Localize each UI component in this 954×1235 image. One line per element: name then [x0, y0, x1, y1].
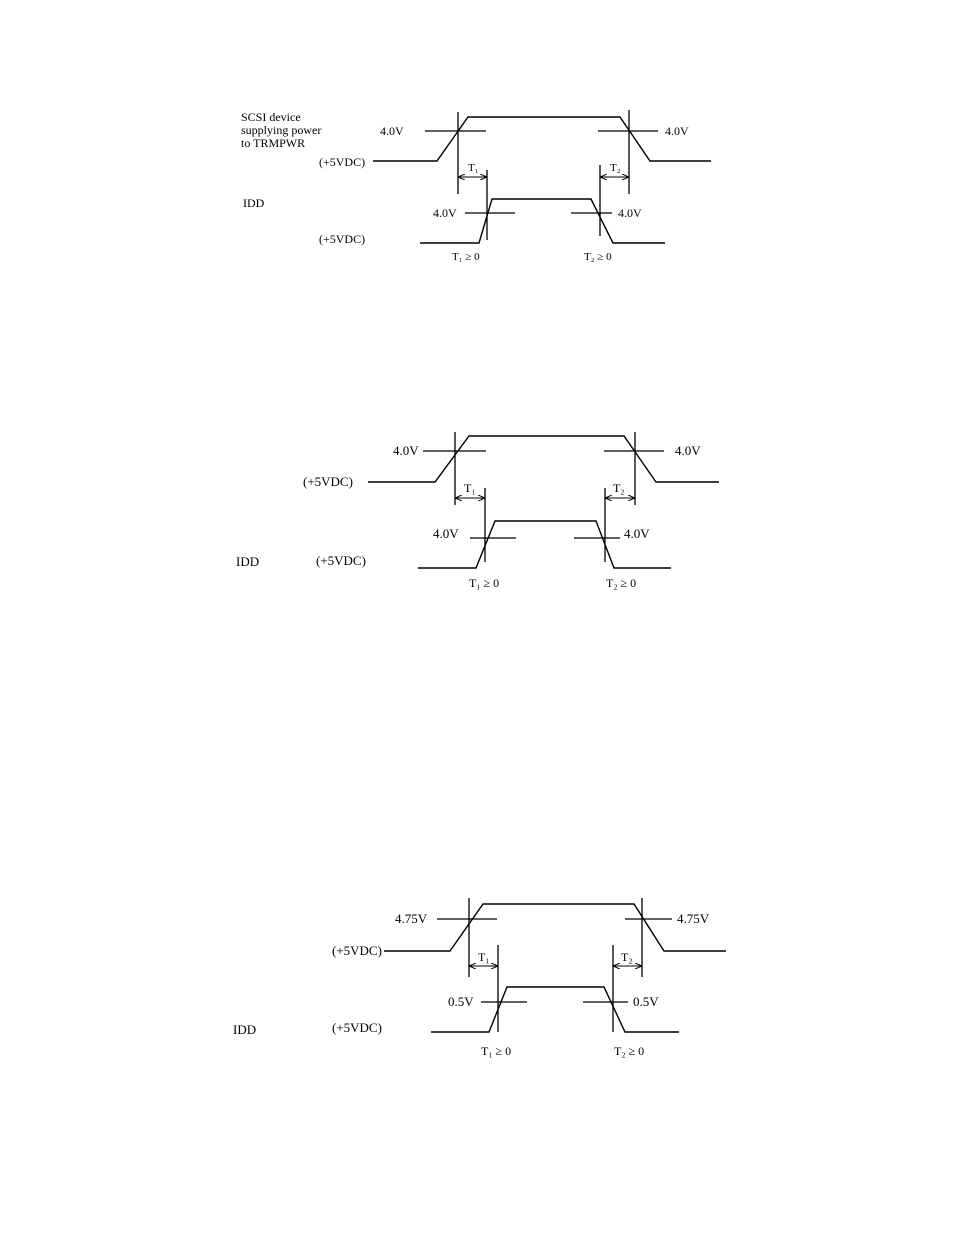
bottom-left-threshold: 0.5V [448, 994, 474, 1009]
top-right-threshold: 4.0V [665, 124, 689, 138]
bottom-supply-label: (+5VDC) [316, 553, 366, 568]
device-label-line-1: SCSI device [241, 110, 301, 124]
top-right-threshold: 4.75V [677, 911, 710, 926]
bottom-supply-label: (+5VDC) [332, 1020, 382, 1035]
device-label-line-2: supplying power [241, 123, 321, 137]
t2-condition: T₂ ≥ 0 [584, 251, 612, 263]
t1-label: T₁ [464, 481, 476, 495]
bottom-supply-label: (+5VDC) [319, 232, 365, 246]
idd-label: IDD [236, 554, 259, 569]
top-waveform [373, 117, 711, 161]
t1-condition: T₁ ≥ 0 [469, 576, 499, 590]
top-waveform [384, 904, 726, 951]
timing-diagram-2: (+5VDC) 4.0V 4.0V T₁ T₂ IDD (+5VDC) 4.0V… [236, 432, 719, 590]
t1-condition: T₁ ≥ 0 [481, 1044, 511, 1058]
timing-diagram-1: SCSI device supplying power to TRMPWR (+… [241, 110, 711, 263]
top-right-threshold: 4.0V [675, 443, 701, 458]
t1-condition: T₁ ≥ 0 [452, 251, 480, 263]
t2-label: T₂ [621, 950, 633, 964]
top-left-threshold: 4.0V [380, 124, 404, 138]
top-supply-label: (+5VDC) [303, 474, 353, 489]
idd-label: IDD [243, 196, 265, 210]
bottom-left-threshold: 4.0V [433, 206, 457, 220]
top-supply-label: (+5VDC) [319, 155, 365, 169]
t2-label: T₂ [613, 481, 625, 495]
top-left-threshold: 4.0V [393, 443, 419, 458]
idd-label: IDD [233, 1022, 256, 1037]
t1-label: T₁ [478, 950, 490, 964]
top-waveform [368, 436, 719, 482]
t1-label: T₁ [468, 162, 479, 174]
top-supply-label: (+5VDC) [332, 943, 382, 958]
t2-condition: T₂ ≥ 0 [606, 576, 636, 590]
top-left-threshold: 4.75V [395, 911, 428, 926]
bottom-right-threshold: 4.0V [624, 526, 650, 541]
t2-label: T₂ [610, 162, 621, 174]
device-label-line-3: to TRMPWR [241, 136, 305, 150]
bottom-right-threshold: 0.5V [633, 994, 659, 1009]
timing-diagram-3: (+5VDC) 4.75V 4.75V T₁ T₂ IDD (+5VDC) 0.… [233, 898, 726, 1058]
bottom-right-threshold: 4.0V [618, 206, 642, 220]
bottom-left-threshold: 4.0V [433, 526, 459, 541]
t2-condition: T₂ ≥ 0 [614, 1044, 644, 1058]
